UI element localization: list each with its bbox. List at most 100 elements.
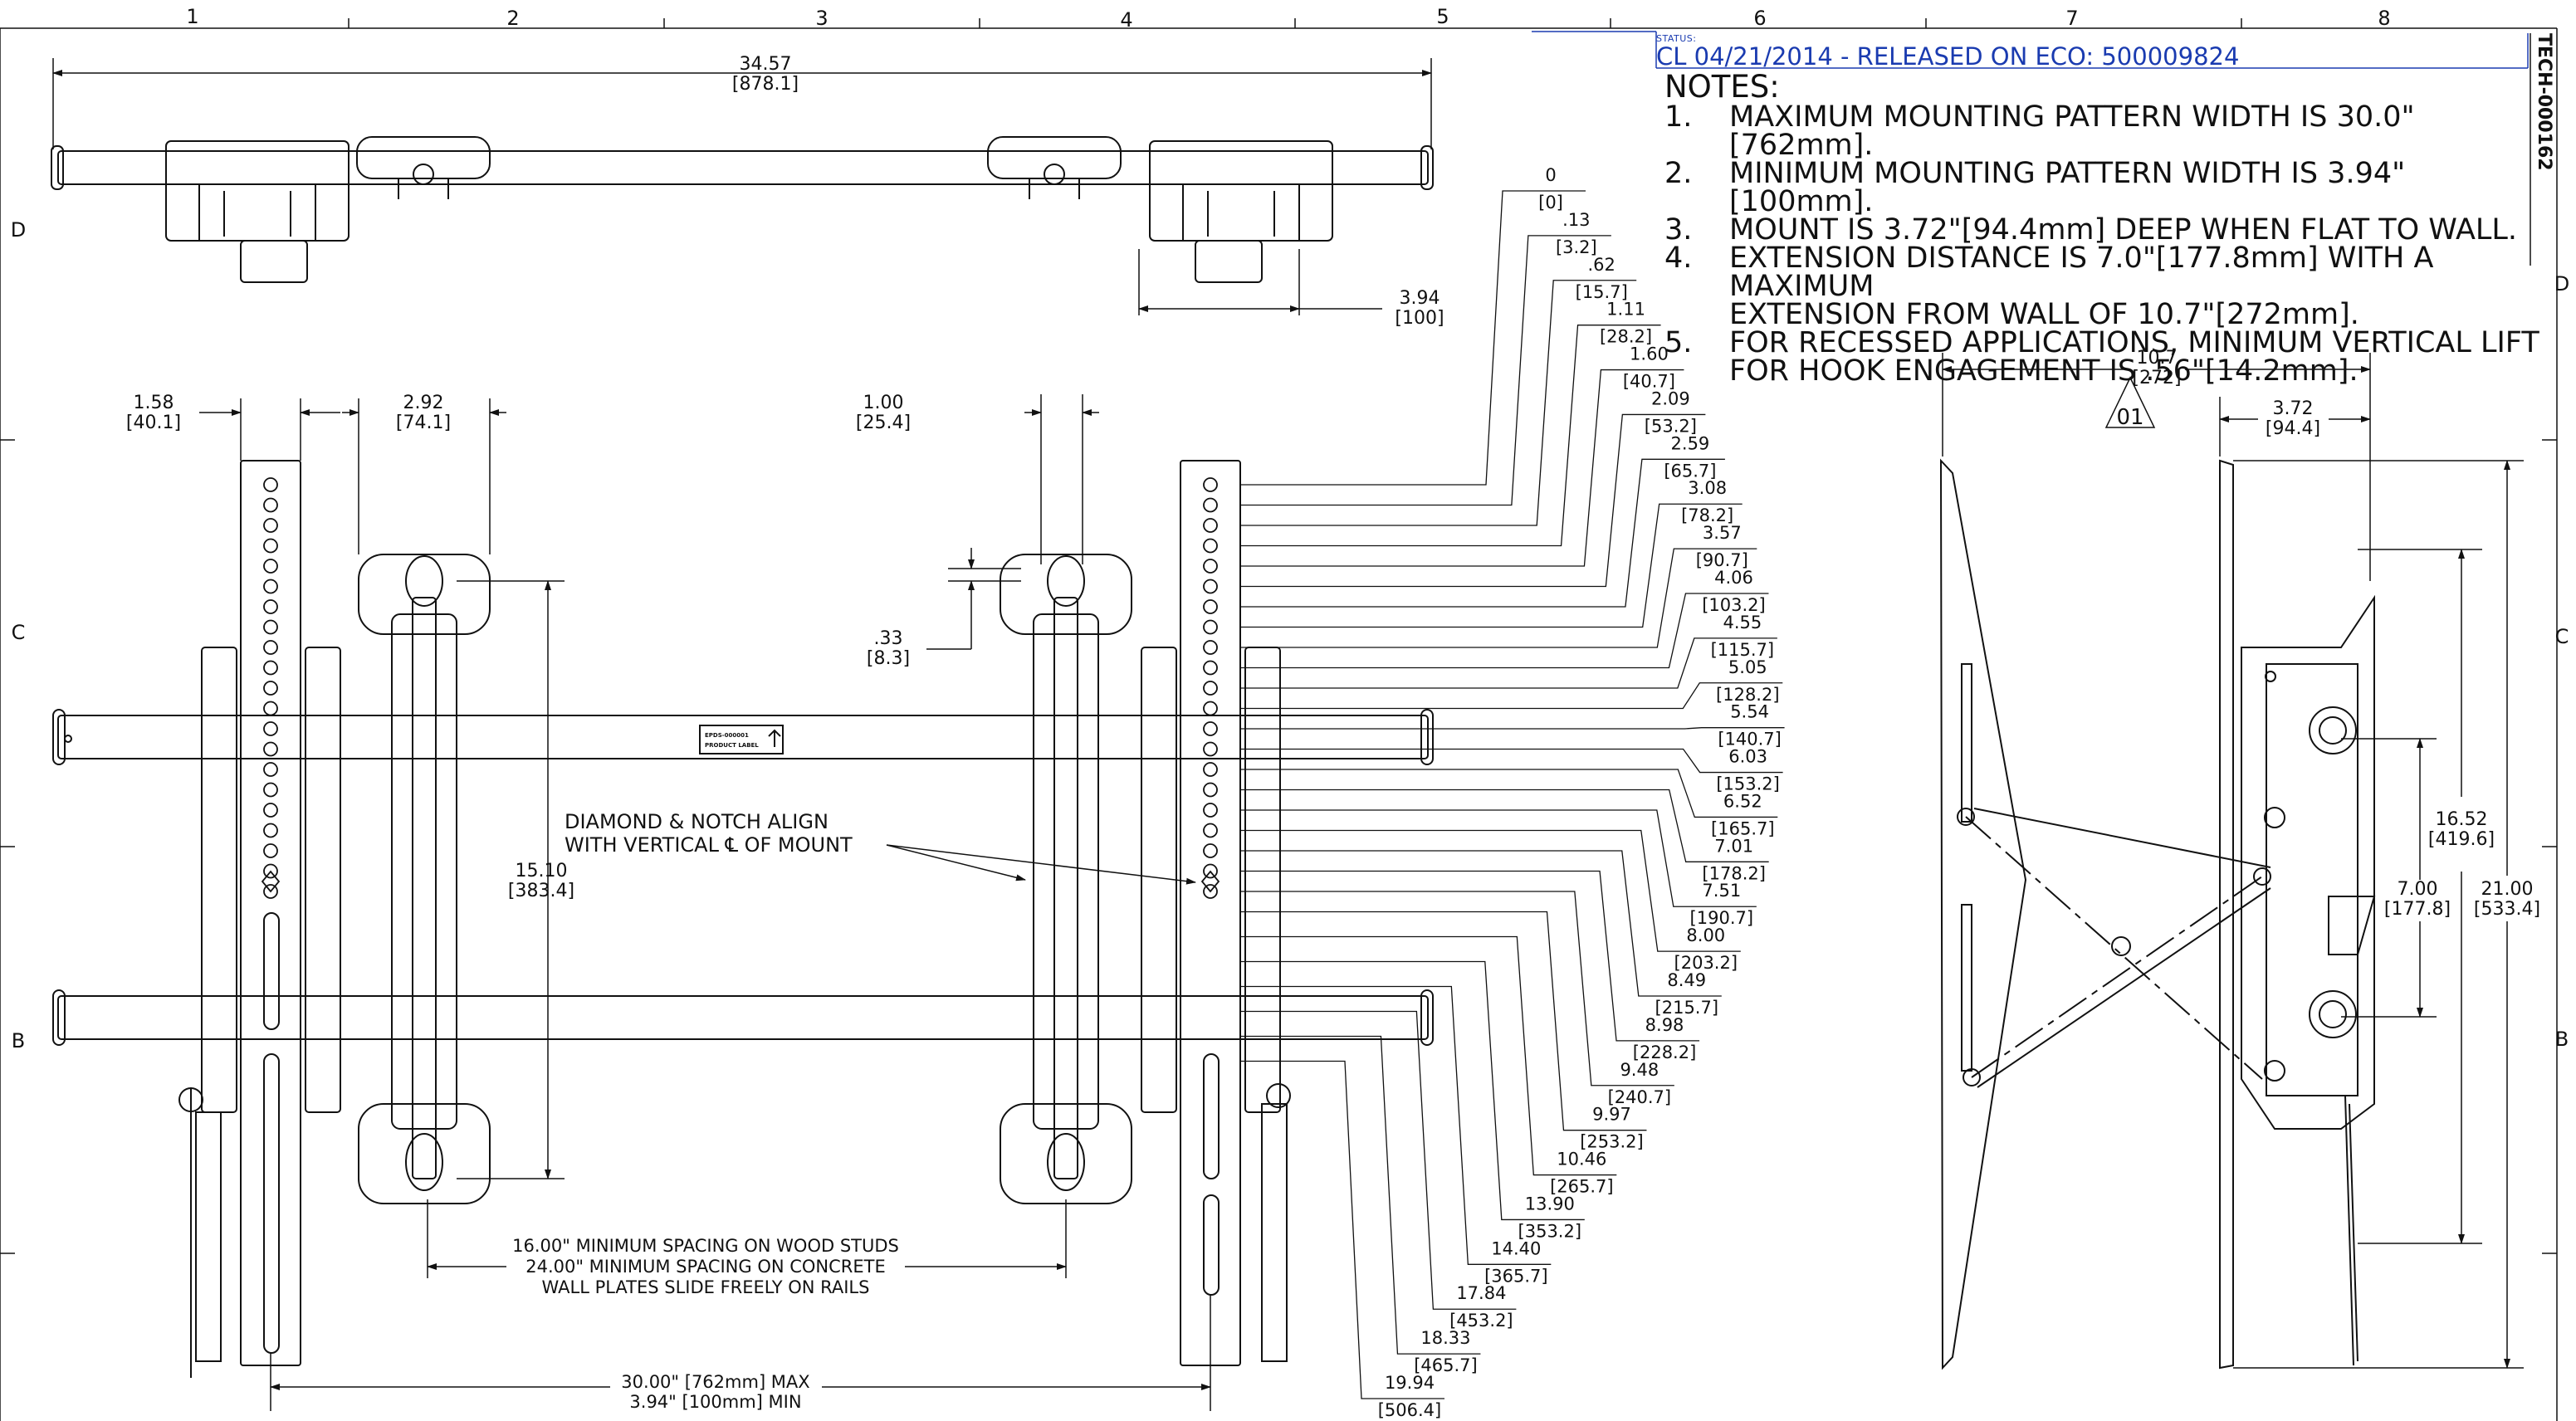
- note-text: MINIMUM MOUNTING PATTERN WIDTH IS 3.94"[…: [1729, 157, 2406, 218]
- ladder-leader-line: [1240, 280, 1637, 526]
- ladder-leader-line: [1240, 1035, 1481, 1355]
- front-dim-labels: 1.58 [40.1] 2.92 [74.1] 1.00 [25.4] .33 …: [126, 393, 911, 901]
- zone-col-1: 1: [186, 5, 198, 28]
- plate-hole: [263, 884, 278, 899]
- spacing-line1: 16.00" MINIMUM SPACING ON WOOD STUDS: [512, 1236, 899, 1256]
- plate-hole: [1203, 619, 1218, 635]
- plate-hole: [263, 599, 278, 614]
- note-number: 1.: [1664, 100, 1693, 134]
- plate-hole: [1203, 660, 1218, 676]
- ladder-value-in: 9.97: [1592, 1105, 1631, 1125]
- note-number: 3.: [1664, 213, 1693, 247]
- plate-hole: [1203, 538, 1218, 554]
- ladder-leader-line: [1240, 325, 1661, 547]
- ladder-leader-line: [1240, 1010, 1517, 1310]
- ladder-value-mm: [228.2]: [1633, 1043, 1697, 1062]
- ladder-value-mm: [0]: [1538, 193, 1563, 212]
- ladder-value-mm: [453.2]: [1449, 1311, 1513, 1331]
- ladder-value-mm: [3.2]: [1556, 237, 1597, 257]
- note-item: 4. EXTENSION DISTANCE IS 7.0"[177.8mm] W…: [1664, 242, 2544, 331]
- plate-hole: [263, 619, 278, 635]
- ladder-value-in: 0: [1545, 165, 1556, 185]
- ladder-value-mm: [103.2]: [1702, 595, 1766, 615]
- ladder-value-mm: [28.2]: [1600, 327, 1652, 347]
- plate-hole: [263, 640, 278, 655]
- plate-hole: [1203, 863, 1218, 879]
- dim-033-in: .33: [874, 628, 903, 649]
- dim-700-in: 7.00: [2398, 879, 2438, 900]
- ladder-value-in: 1.60: [1630, 344, 1669, 364]
- ladder-value-mm: [90.7]: [1696, 550, 1748, 570]
- pattern-min-mm: [100]: [1395, 308, 1444, 329]
- ladder-leader-line: [1240, 870, 1700, 1042]
- ladder-value-mm: [40.7]: [1623, 372, 1675, 392]
- product-label-line2: PRODUCT LABEL: [705, 742, 759, 749]
- ladder-leader-line: [1240, 637, 1777, 689]
- ladder-value-in: 10.46: [1557, 1150, 1606, 1170]
- plate-hole: [263, 782, 278, 798]
- plate-hole: [1203, 579, 1218, 594]
- release-status-text: CL 04/21/2014 - RELEASED ON ECO: 5000098…: [1656, 42, 2240, 71]
- ladder-leader-line: [1240, 458, 1725, 608]
- ladder-leader-line: [1240, 809, 1757, 907]
- zone-col-7: 7: [2065, 7, 2078, 30]
- plate-hole: [263, 518, 278, 533]
- plate-hole: [1203, 477, 1218, 492]
- ladder-value-mm: [365.7]: [1484, 1266, 1548, 1286]
- ladder-value-mm: [53.2]: [1645, 416, 1697, 436]
- plate-hole: [263, 660, 278, 676]
- spacing-callouts: 16.00" MINIMUM SPACING ON WOOD STUDS 24.…: [512, 1236, 899, 1412]
- ladder-value-mm: [140.7]: [1718, 730, 1782, 750]
- pattern-line2: 3.94" [100mm] MIN: [629, 1392, 801, 1412]
- ladder-value-mm: [215.7]: [1655, 998, 1719, 1018]
- ladder-value-mm: [203.2]: [1674, 953, 1738, 973]
- plate-hole: [1203, 599, 1218, 614]
- note-text: EXTENSION DISTANCE IS 7.0"[177.8mm] WITH…: [1729, 242, 2434, 331]
- hole-position-ladder: 0[0].13[3.2].62[15.7]1.11[28.2]1.60[40.7…: [1240, 165, 1785, 1420]
- ladder-leader-line: [1240, 235, 1611, 506]
- ladder-value-mm: [115.7]: [1711, 640, 1775, 660]
- ladder-leader-line: [1240, 413, 1706, 588]
- zone-col-8: 8: [2378, 7, 2390, 30]
- zone-row-left-b: B: [12, 1029, 25, 1052]
- overall-width-mm: [878.1]: [732, 74, 799, 95]
- dim-1652-mm: [419.6]: [2428, 829, 2495, 850]
- plate-hole: [263, 681, 278, 696]
- plate-hole: [1203, 701, 1218, 716]
- ladder-value-in: 9.48: [1620, 1060, 1659, 1080]
- ladder-value-in: 1.11: [1606, 300, 1645, 320]
- ladder-leader-line: [1240, 960, 1585, 1221]
- note-text: FOR RECESSED APPLICATIONS, MINIMUM VERTI…: [1729, 326, 2539, 388]
- note-number: 5.: [1664, 326, 1693, 359]
- zone-column-labels: 1 2 3 4 5 6 7 8: [186, 5, 2390, 32]
- plate-hole: [263, 741, 278, 757]
- ladder-leader-line: [1240, 769, 1778, 818]
- plate-hole: [1203, 823, 1218, 838]
- ladder-value-mm: [153.2]: [1716, 774, 1780, 794]
- ladder-leader-line: [1240, 593, 1769, 669]
- overall-width-in: 34.57: [740, 54, 792, 75]
- ladder-value-mm: [253.2]: [1580, 1132, 1644, 1152]
- ladder-value-mm: [240.7]: [1608, 1087, 1672, 1107]
- ladder-value-in: 2.59: [1671, 433, 1710, 453]
- dim-2100-mm: [533.4]: [2474, 899, 2540, 920]
- ladder-leader-line: [1240, 1060, 1444, 1399]
- plate-hole: [1203, 497, 1218, 513]
- note-text: MAXIMUM MOUNTING PATTERN WIDTH IS 30.0"[…: [1729, 100, 2415, 162]
- ladder-value-mm: [190.7]: [1690, 908, 1754, 928]
- note-number: 2.: [1664, 157, 1693, 190]
- ladder-leader-line: [1240, 190, 1586, 486]
- depth-mm: [94.4]: [2266, 418, 2320, 439]
- ladder-value-mm: [265.7]: [1550, 1177, 1614, 1197]
- ladder-value-mm: [178.2]: [1702, 863, 1766, 883]
- ladder-value-mm: [465.7]: [1414, 1355, 1478, 1375]
- plate-hole: [263, 538, 278, 554]
- ladder-value-mm: [128.2]: [1716, 685, 1780, 705]
- zone-col-3: 3: [815, 7, 828, 30]
- left-plate-holes: [261, 477, 281, 899]
- ladder-value-in: 3.08: [1688, 478, 1727, 498]
- note-item: 1. MAXIMUM MOUNTING PATTERN WIDTH IS 30.…: [1664, 100, 2544, 162]
- front-dimensions: [199, 394, 1211, 1411]
- ladder-value-in: .62: [1588, 255, 1615, 275]
- ladder-leader-line: [1240, 789, 1769, 862]
